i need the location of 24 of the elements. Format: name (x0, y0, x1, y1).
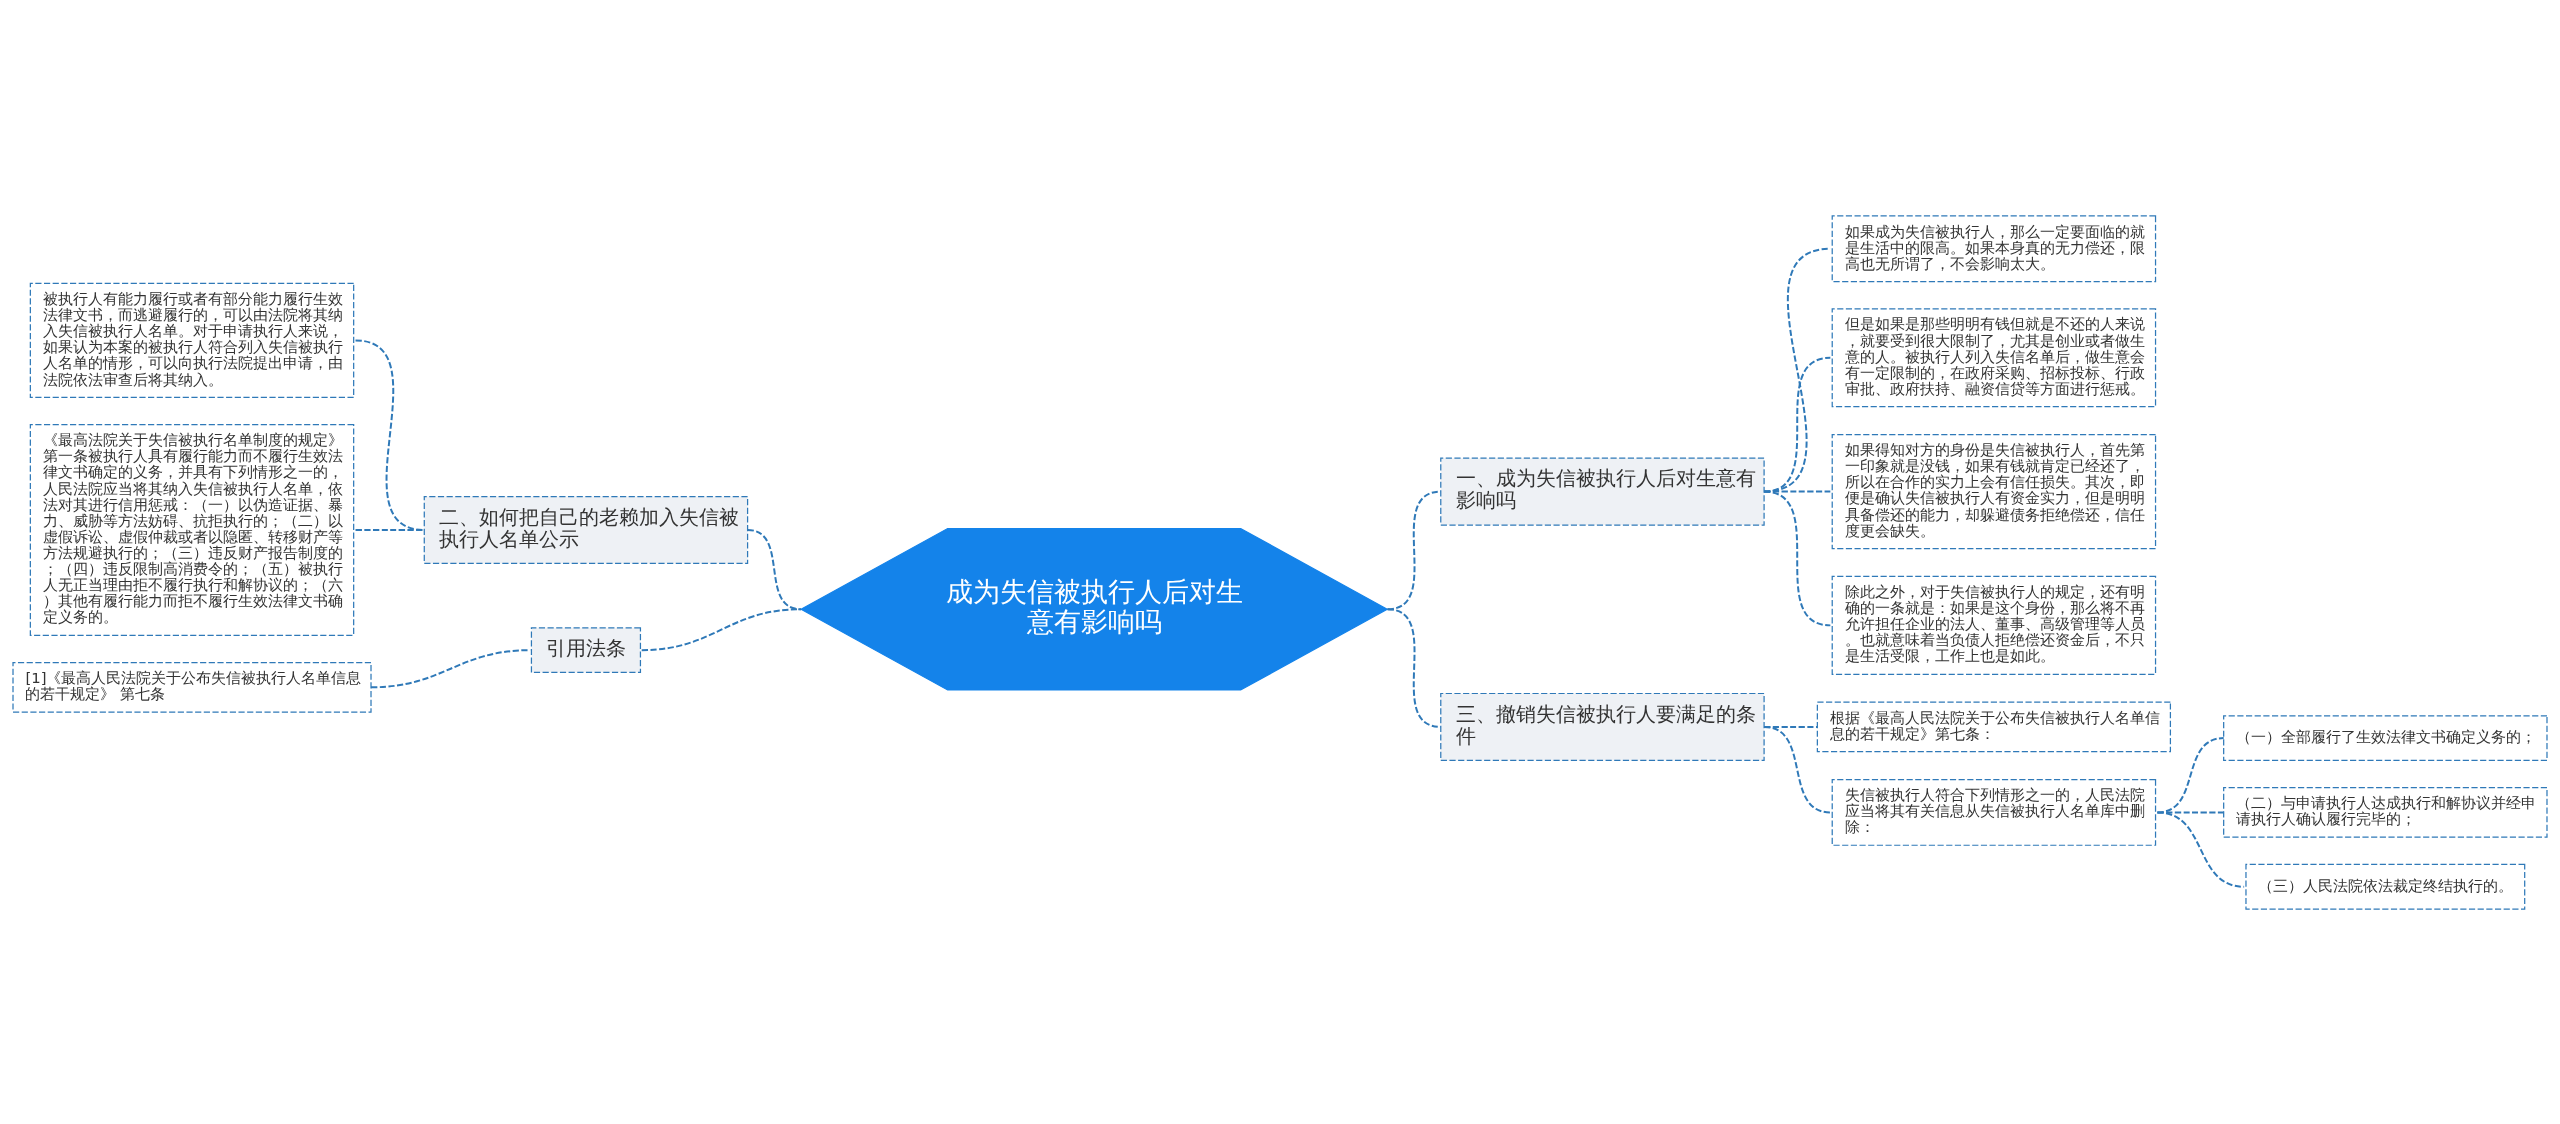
node-box: 但是如果是那些明明有钱但就是不还的人来说，就要受到很大限制了，尤其是创业或者做生意的人。被执行人列入失信名单后，做生意会有一定限制的，在政府采购、招标投标、行政审批、政府扶持、融资信贷等方面进行惩戒。 (1831, 307, 2157, 407)
node-box: 一、成为失信被执行人后对生意有影响吗 (1440, 457, 1765, 526)
node-box: 二、如何把自己的老赖加入失信被执行人名单公示 (423, 495, 749, 564)
node-box: 被执行人有能力履行或者有部分能力履行生效法律文书，而逃避履行的，可以由法院将其纳入失信被执行人名单。对于申请执行人来说，如果认为本案的被执行人符合列入失信被执行人名单的情形，可以向执行法院提出申请，由法院依法审查后将其纳入。 (29, 282, 355, 398)
node-box: （二）与申请执行人达成执行和解协议并经申请执行人确认履行完毕的； (2223, 786, 2548, 838)
node-box: 《最高法院关于失信被执行名单制度的规定》第一条被执行人具有履行能力而不履行生效法律文书确定的义务，并具有下列情形之一的，人民法院应当将其纳入失信被执行人名单，依法对其进行信用惩戒：（一）以伪造证据、暴力、威胁等方法妨碍、抗拒执行的；（二）以虚假诉讼、虚假仲裁或者以隐匿、转移财产等方法规避执行的；（三）违反财产报告制度的；（四）违反限制高消费令的；（五）被执行人无正当理由拒不履行执行和解协议的；（六）其他有履行能力而拒不履行生效法律文书确定义务的。 (29, 423, 355, 636)
connector (2156, 810, 2246, 888)
node-box: 除此之外，对于失信被执行人的规定，还有明确的一条就是：如果是这个身份，那么将不再允许担任企业的法人、董事、高级管理等人员。也就意味着当负债人拒绝偿还资金后，不只是生活受限，工作上也是如此。 (1831, 575, 2157, 675)
node-box: 如果得知对方的身份是失信被执行人，首先第一印象就是没钱，如果有钱就肯定已经还了，所以在合作的实力上会有信任损失。其次，即便是确认失信被执行人有资金实力，但是明明具备偿还的能力，却躲避债务拒绝偿还，信任度更会缺失。 (1831, 433, 2157, 549)
node-box: 根据《最高人民法院关于公布失信被执行人名单信息的若干规定》第七条： (1816, 701, 2172, 752)
node-box: 引用法条 (530, 626, 642, 673)
node-box: （三）人民法院依法裁定终结执行的。 (2245, 863, 2526, 910)
node-box: [1]《最高人民法院关于公布失信被执行人名单信息的若干规定》 第七条 (12, 661, 372, 713)
node-box: 三、撤销失信被执行人要满足的条件 (1440, 692, 1765, 761)
connector (1763, 490, 1832, 626)
connector (746, 528, 802, 610)
connector (1386, 607, 1442, 728)
connector (1763, 247, 1832, 493)
node-box: 失信被执行人符合下列情形之一的，人民法院应当将其有关信息从失信被执行人名单库中删除： (1831, 778, 2157, 846)
node-box: 如果成为失信被执行人，那么一定要面临的就是生活中的限高。如果本身真的无力偿还，限高也无所谓了，不会影响太大。 (1831, 214, 2157, 282)
connector (1763, 725, 1832, 813)
node-box: （一）全部履行了生效法律文书确定义务的； (2223, 714, 2548, 761)
connector (1763, 356, 1832, 493)
connector (640, 607, 802, 651)
